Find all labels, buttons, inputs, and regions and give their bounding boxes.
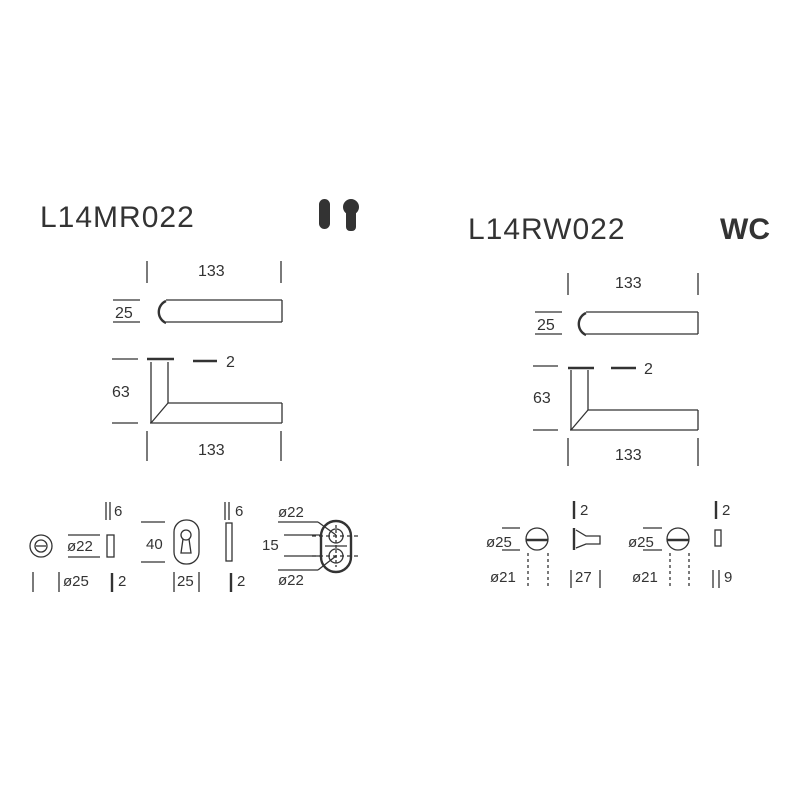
right-length-top: 133 (615, 275, 642, 292)
right-rose-dim: 25 (537, 317, 555, 334)
left-handle-side-view: 63 2 133 (112, 354, 283, 461)
left-offset: 2 (226, 354, 235, 371)
left-handle-top-view: 133 25 (113, 261, 283, 325)
left-oval-top-dia: ø22 (278, 504, 304, 521)
left-escutcheon-inner-dia: ø22 (67, 538, 93, 555)
left-profile-proj: 6 (235, 503, 243, 520)
right-thumbturn-thick: 2 (580, 502, 588, 519)
right-handle-side-view: 63 2 133 (533, 361, 699, 466)
right-release-thick: 2 (722, 502, 730, 519)
left-escutcheon: ø25 ø22 6 2 (29, 502, 126, 592)
right-offset: 2 (644, 361, 653, 378)
left-oval-bottom-dia: ø22 (278, 572, 304, 589)
left-profile-width: 25 (177, 573, 194, 590)
left-escutcheon-proj: 6 (114, 503, 122, 520)
right-model-title: L14RW022 (468, 213, 626, 246)
left-profile-thick: 2 (237, 573, 245, 590)
right-release-outer-dia: ø25 (628, 534, 654, 551)
right-handle-top-view: 133 25 (535, 273, 699, 337)
left-oval-escutcheon: ø22 15 ø22 (262, 504, 360, 589)
right-thumbturn-inner-dia: ø21 (490, 569, 516, 586)
right-thumbturn-depth: 27 (575, 569, 592, 586)
left-product: L14MR022 133 25 63 (29, 199, 360, 592)
right-release-depth: 9 (724, 569, 732, 586)
wc-badge: WC (720, 213, 770, 246)
key-cylinder-icon (319, 199, 359, 231)
right-thumbturn-outer-dia: ø25 (486, 534, 512, 551)
right-height: 63 (533, 390, 551, 407)
right-thumbturn: ø25 ø21 2 27 (486, 501, 601, 588)
right-emergency-release: ø25 ø21 2 9 (628, 501, 732, 588)
left-profile-escutcheon: 40 25 6 2 (141, 502, 245, 592)
right-release-inner-dia: ø21 (632, 569, 658, 586)
left-profile-height: 40 (146, 536, 163, 553)
left-height: 63 (112, 384, 130, 401)
left-length-top: 133 (198, 263, 225, 280)
left-length-bottom: 133 (198, 442, 225, 459)
left-oval-spacing: 15 (262, 537, 279, 554)
left-rose-dim: 25 (115, 305, 133, 322)
left-model-title: L14MR022 (40, 201, 195, 234)
left-escutcheon-outer-dia: ø25 (63, 573, 89, 590)
right-product: L14RW022 WC 133 25 63 (468, 213, 770, 588)
right-length-bottom: 133 (615, 447, 642, 464)
left-escutcheon-thick: 2 (118, 573, 126, 590)
